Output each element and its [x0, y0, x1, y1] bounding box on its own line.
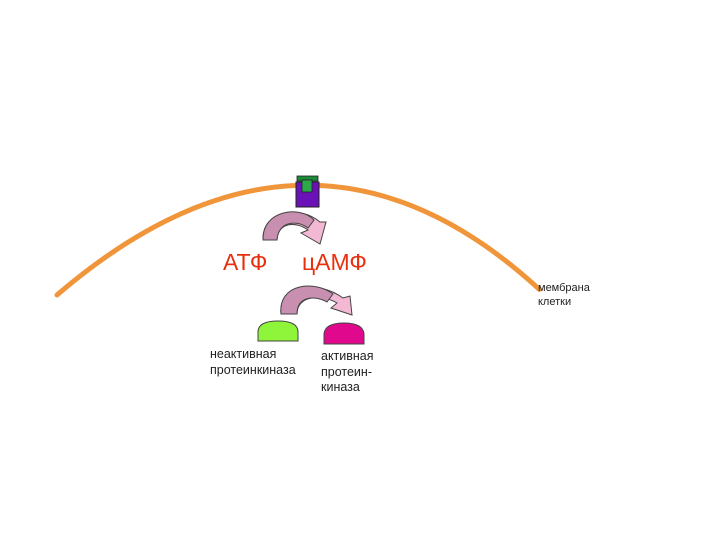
- inactive-kinase-label: неактивная протеинкиназа: [210, 347, 296, 377]
- atp-to-camp-arrow-icon: [262, 211, 327, 245]
- active-kinase-label: активная протеин- киназа: [321, 349, 374, 395]
- active-kinase-icon: [323, 322, 365, 345]
- camp-to-kinase-arrow-icon: [280, 285, 353, 316]
- atp-label: АТФ: [223, 249, 268, 275]
- receptor-icon: [295, 175, 320, 208]
- inactive-kinase-icon: [257, 320, 299, 342]
- camp-label: цАМФ: [302, 249, 367, 275]
- membrane-label: мембрана клетки: [538, 282, 590, 308]
